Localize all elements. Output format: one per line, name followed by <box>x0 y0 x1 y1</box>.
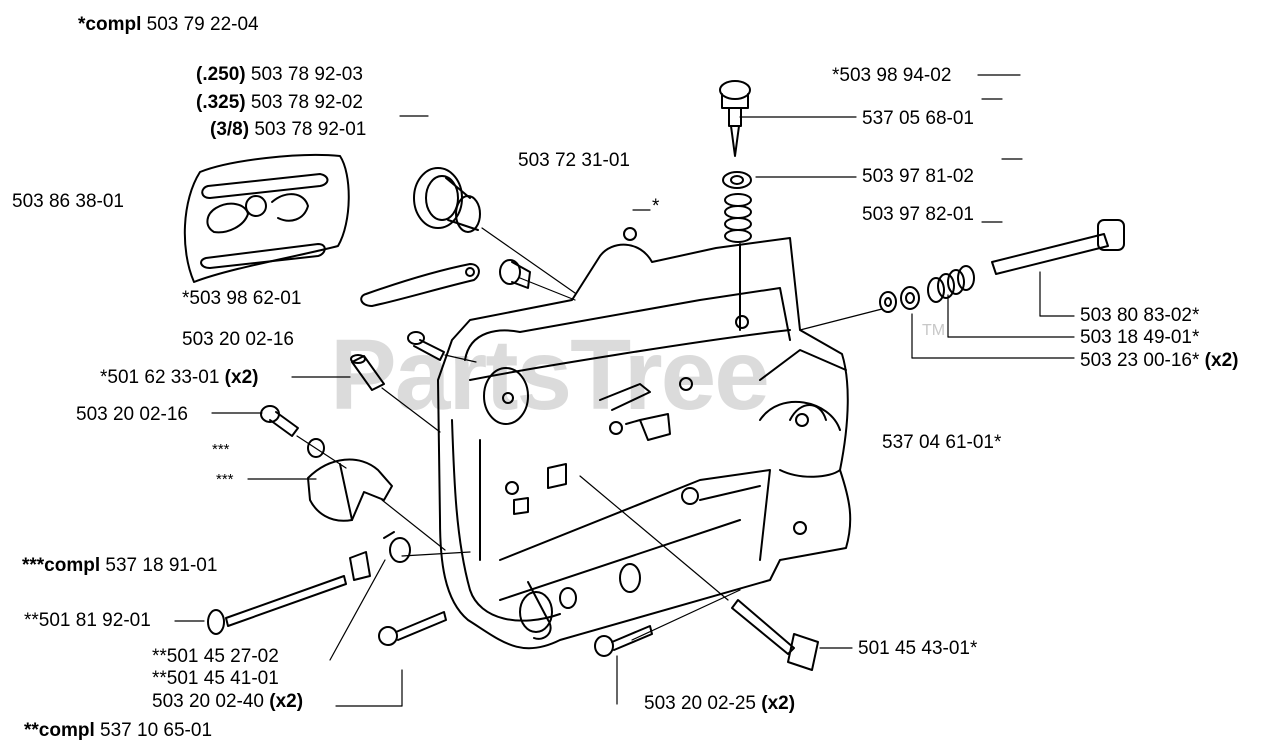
guide-bar-plate <box>183 153 350 283</box>
oil-filler-cap <box>413 167 481 233</box>
small-spacer <box>349 551 371 581</box>
spring-vertical <box>724 193 752 331</box>
screw-lower-mid <box>594 625 653 657</box>
label-plate-b: *503 98 62-01 <box>182 288 302 309</box>
label-5031849: 503 18 49-01* <box>1080 327 1200 348</box>
bolt-with-plate <box>731 599 819 671</box>
tensioner-screw <box>207 575 347 635</box>
adjuster-screw <box>719 80 752 189</box>
label-5038083: 503 80 83-02* <box>1080 305 1200 326</box>
chain-catcher <box>307 458 393 522</box>
trademark-mark: TM <box>922 322 946 339</box>
label-5032300: 503 23 00-16* (x2) <box>1080 350 1239 371</box>
label-5014541: **501 45 41-01 <box>152 668 279 689</box>
adjuster-nut <box>383 531 411 563</box>
label-5032002-a: 503 20 02-16 <box>182 329 294 350</box>
label-5032002-40: 503 20 02-40 (x2) <box>152 691 304 712</box>
label-5039894: *503 98 94-02 <box>832 65 952 86</box>
label-5039781: 503 97 81-02 <box>862 166 974 187</box>
label-stars-b: *** <box>216 471 234 488</box>
tensioner-strip <box>360 263 480 307</box>
label-5037231: 503 72 31-01 <box>518 150 630 171</box>
dowel-pin <box>350 354 385 391</box>
label-5370568: 537 05 68-01 <box>862 108 974 129</box>
spring-horizontal <box>927 265 975 303</box>
watermark-text: PartsTree <box>330 319 770 431</box>
label-stars-a: *** <box>212 441 230 458</box>
label-star: * <box>652 196 660 217</box>
label-5039782: 503 97 82-01 <box>862 204 974 225</box>
label-bar-325: (.325) 503 78 92-02 <box>196 92 363 113</box>
label-bar-250: (.250) 503 78 92-03 <box>196 64 363 85</box>
clutch-cover-housing <box>437 227 852 650</box>
screw-left <box>260 405 299 437</box>
pump-plunger <box>991 219 1125 275</box>
label-5014543: 501 45 43-01* <box>858 638 978 659</box>
label-5032002-b: 503 20 02-16 <box>76 404 188 425</box>
screw-upper <box>407 331 445 361</box>
small-nut <box>307 438 325 458</box>
label-5370461: 537 04 61-01* <box>882 432 1002 453</box>
leader-lines <box>174 74 1075 707</box>
label-compl-3: ***compl 537 18 91-01 <box>22 555 218 576</box>
label-5016233: *501 62 33-01 (x2) <box>100 367 259 388</box>
screw-lower-left <box>378 611 447 646</box>
label-bar-38: (3/8) 503 78 92-01 <box>210 119 367 140</box>
label-5018192: **501 81 92-01 <box>24 610 151 631</box>
label-5014527: **501 45 27-02 <box>152 646 279 667</box>
washers <box>879 286 920 313</box>
label-5032002-25: 503 20 02-25 (x2) <box>644 693 796 714</box>
small-plug <box>499 259 531 289</box>
label-compl-top: *compl 503 79 22-04 <box>78 14 259 35</box>
label-compl-2: **compl 537 10 65-01 <box>24 720 213 741</box>
label-plate: 503 86 38-01 <box>12 191 124 212</box>
